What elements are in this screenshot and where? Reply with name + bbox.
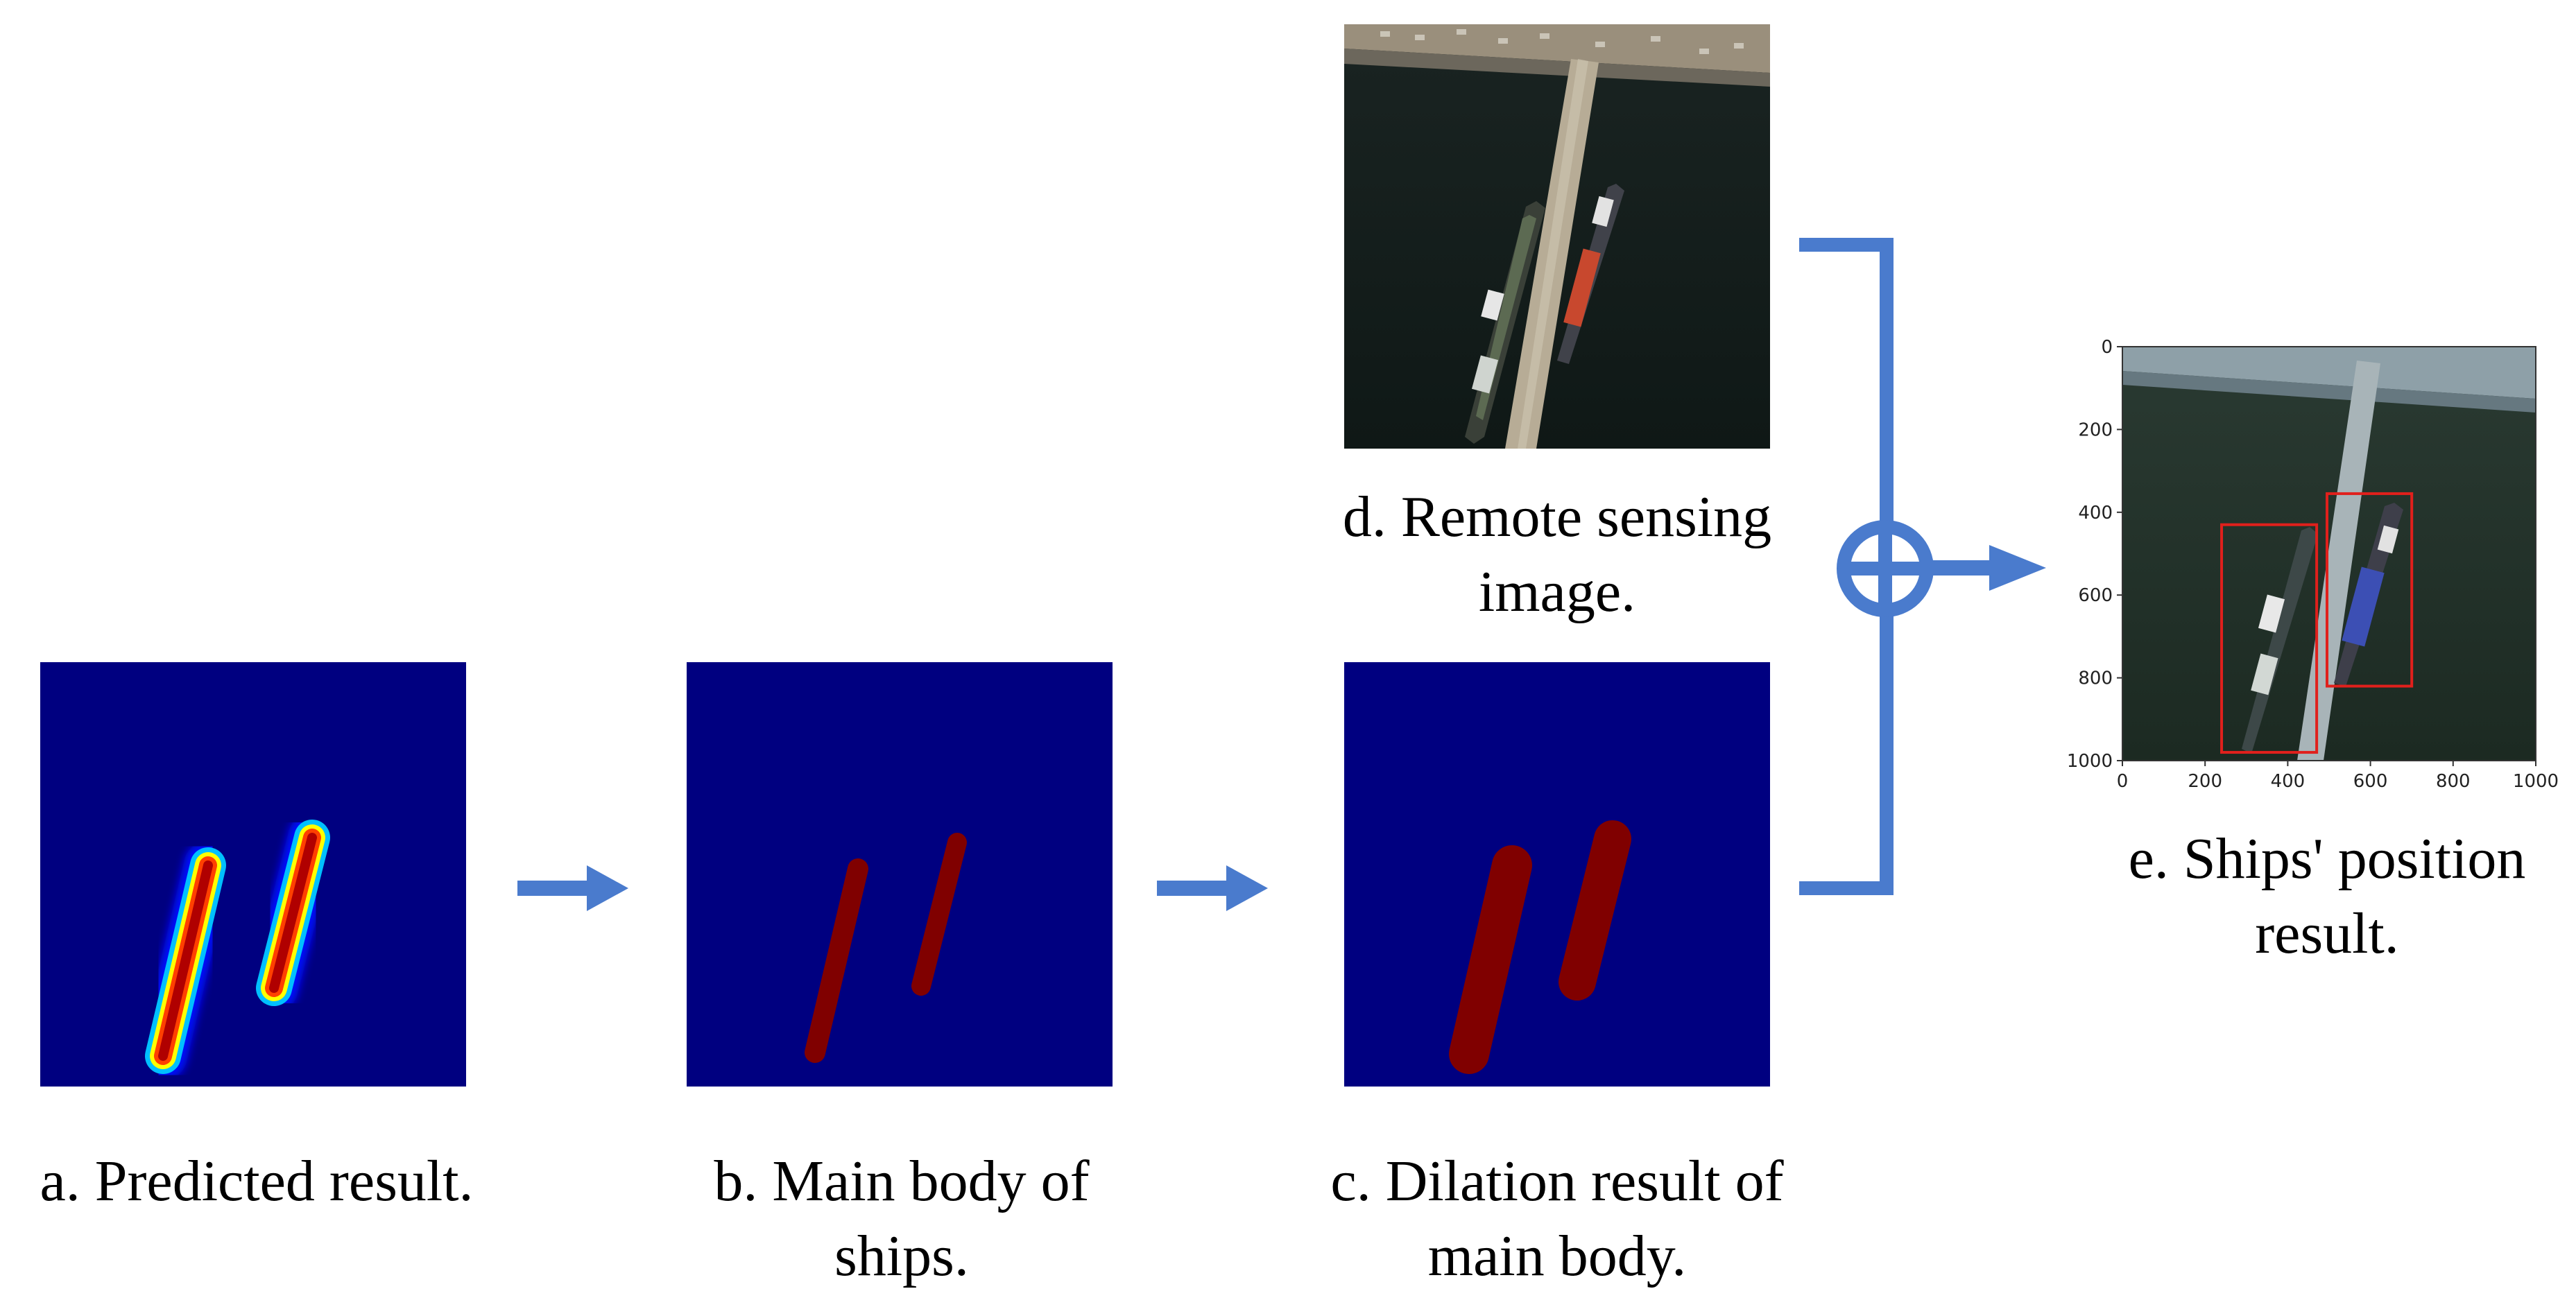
- y-tick-label: 1000: [2067, 751, 2113, 772]
- y-tick-label: 200: [2078, 419, 2113, 440]
- caption-b-line-1: b. Main body of: [714, 1149, 1090, 1213]
- caption-c-line-2: main body.: [1427, 1224, 1687, 1288]
- dilated-ship-left: [1449, 845, 1532, 1074]
- y-axis-ticks: 0 200 400 600 800 1000: [2067, 337, 2122, 772]
- heatmap-background: [40, 662, 466, 1087]
- x-tick-label: 800: [2436, 771, 2471, 792]
- caption-e: e. Ships' position result.: [2084, 822, 2570, 971]
- caption-e-line-2: result.: [2255, 901, 2399, 966]
- heatmap-ship-left: [139, 841, 232, 1080]
- panel-b-main-body-mask: [687, 662, 1113, 1087]
- x-tick-label: 400: [2271, 771, 2305, 792]
- caption-a-line-1: a. Predicted result.: [40, 1149, 474, 1213]
- y-tick-label: 0: [2101, 337, 2113, 358]
- x-tick-label: 0: [2117, 771, 2129, 792]
- caption-b-line-2: ships.: [834, 1224, 969, 1288]
- x-axis-ticks: 0 200 400 600 800 1000: [2117, 761, 2559, 792]
- x-tick-label: 1000: [2513, 771, 2559, 792]
- panel-e-detection-plot: 0 200 400 600 800 1000 0 200 400 600 800 1000: [2067, 337, 2559, 792]
- caption-e-line-1: e. Ships' position: [2128, 827, 2526, 891]
- caption-d: d. Remote sensing image.: [1297, 480, 1817, 630]
- right-arrow-icon: [1157, 865, 1268, 911]
- fusion-connector: [1799, 238, 2046, 895]
- y-tick-label: 600: [2078, 585, 2113, 606]
- panel-a-heatmap: [40, 662, 466, 1087]
- detection-image: [2122, 347, 2536, 761]
- y-tick-label: 800: [2078, 668, 2113, 689]
- mask-ship-right: [911, 833, 967, 996]
- heatmap-ship-right: [250, 813, 336, 1012]
- y-tick-label: 400: [2078, 503, 2113, 523]
- right-arrow-icon: [517, 865, 628, 911]
- plot-frame: [2122, 346, 2536, 761]
- caption-d-line-2: image.: [1478, 560, 1636, 624]
- caption-c: c. Dilation result of main body.: [1287, 1144, 1828, 1294]
- mask-background: [687, 662, 1113, 1087]
- x-tick-label: 200: [2188, 771, 2222, 792]
- caption-a: a. Predicted result.: [14, 1144, 499, 1219]
- mask-ship-left: [805, 858, 868, 1063]
- dilation-background: [1344, 662, 1770, 1087]
- ship-bounding-box: [2326, 492, 2414, 688]
- panel-d-remote-sensing-image: [1344, 24, 1770, 449]
- dilated-ship-right: [1559, 820, 1631, 1001]
- caption-c-line-1: c. Dilation result of: [1330, 1149, 1784, 1213]
- right-arrow-icon: [1927, 545, 2046, 591]
- fusion-operator-icon: [1837, 520, 1934, 617]
- caption-d-line-1: d. Remote sensing: [1342, 485, 1772, 549]
- ship-bounding-box: [2220, 523, 2319, 754]
- panel-c-dilation-mask: [1344, 662, 1770, 1087]
- caption-b: b. Main body of ships.: [652, 1144, 1151, 1294]
- x-tick-label: 600: [2353, 771, 2388, 792]
